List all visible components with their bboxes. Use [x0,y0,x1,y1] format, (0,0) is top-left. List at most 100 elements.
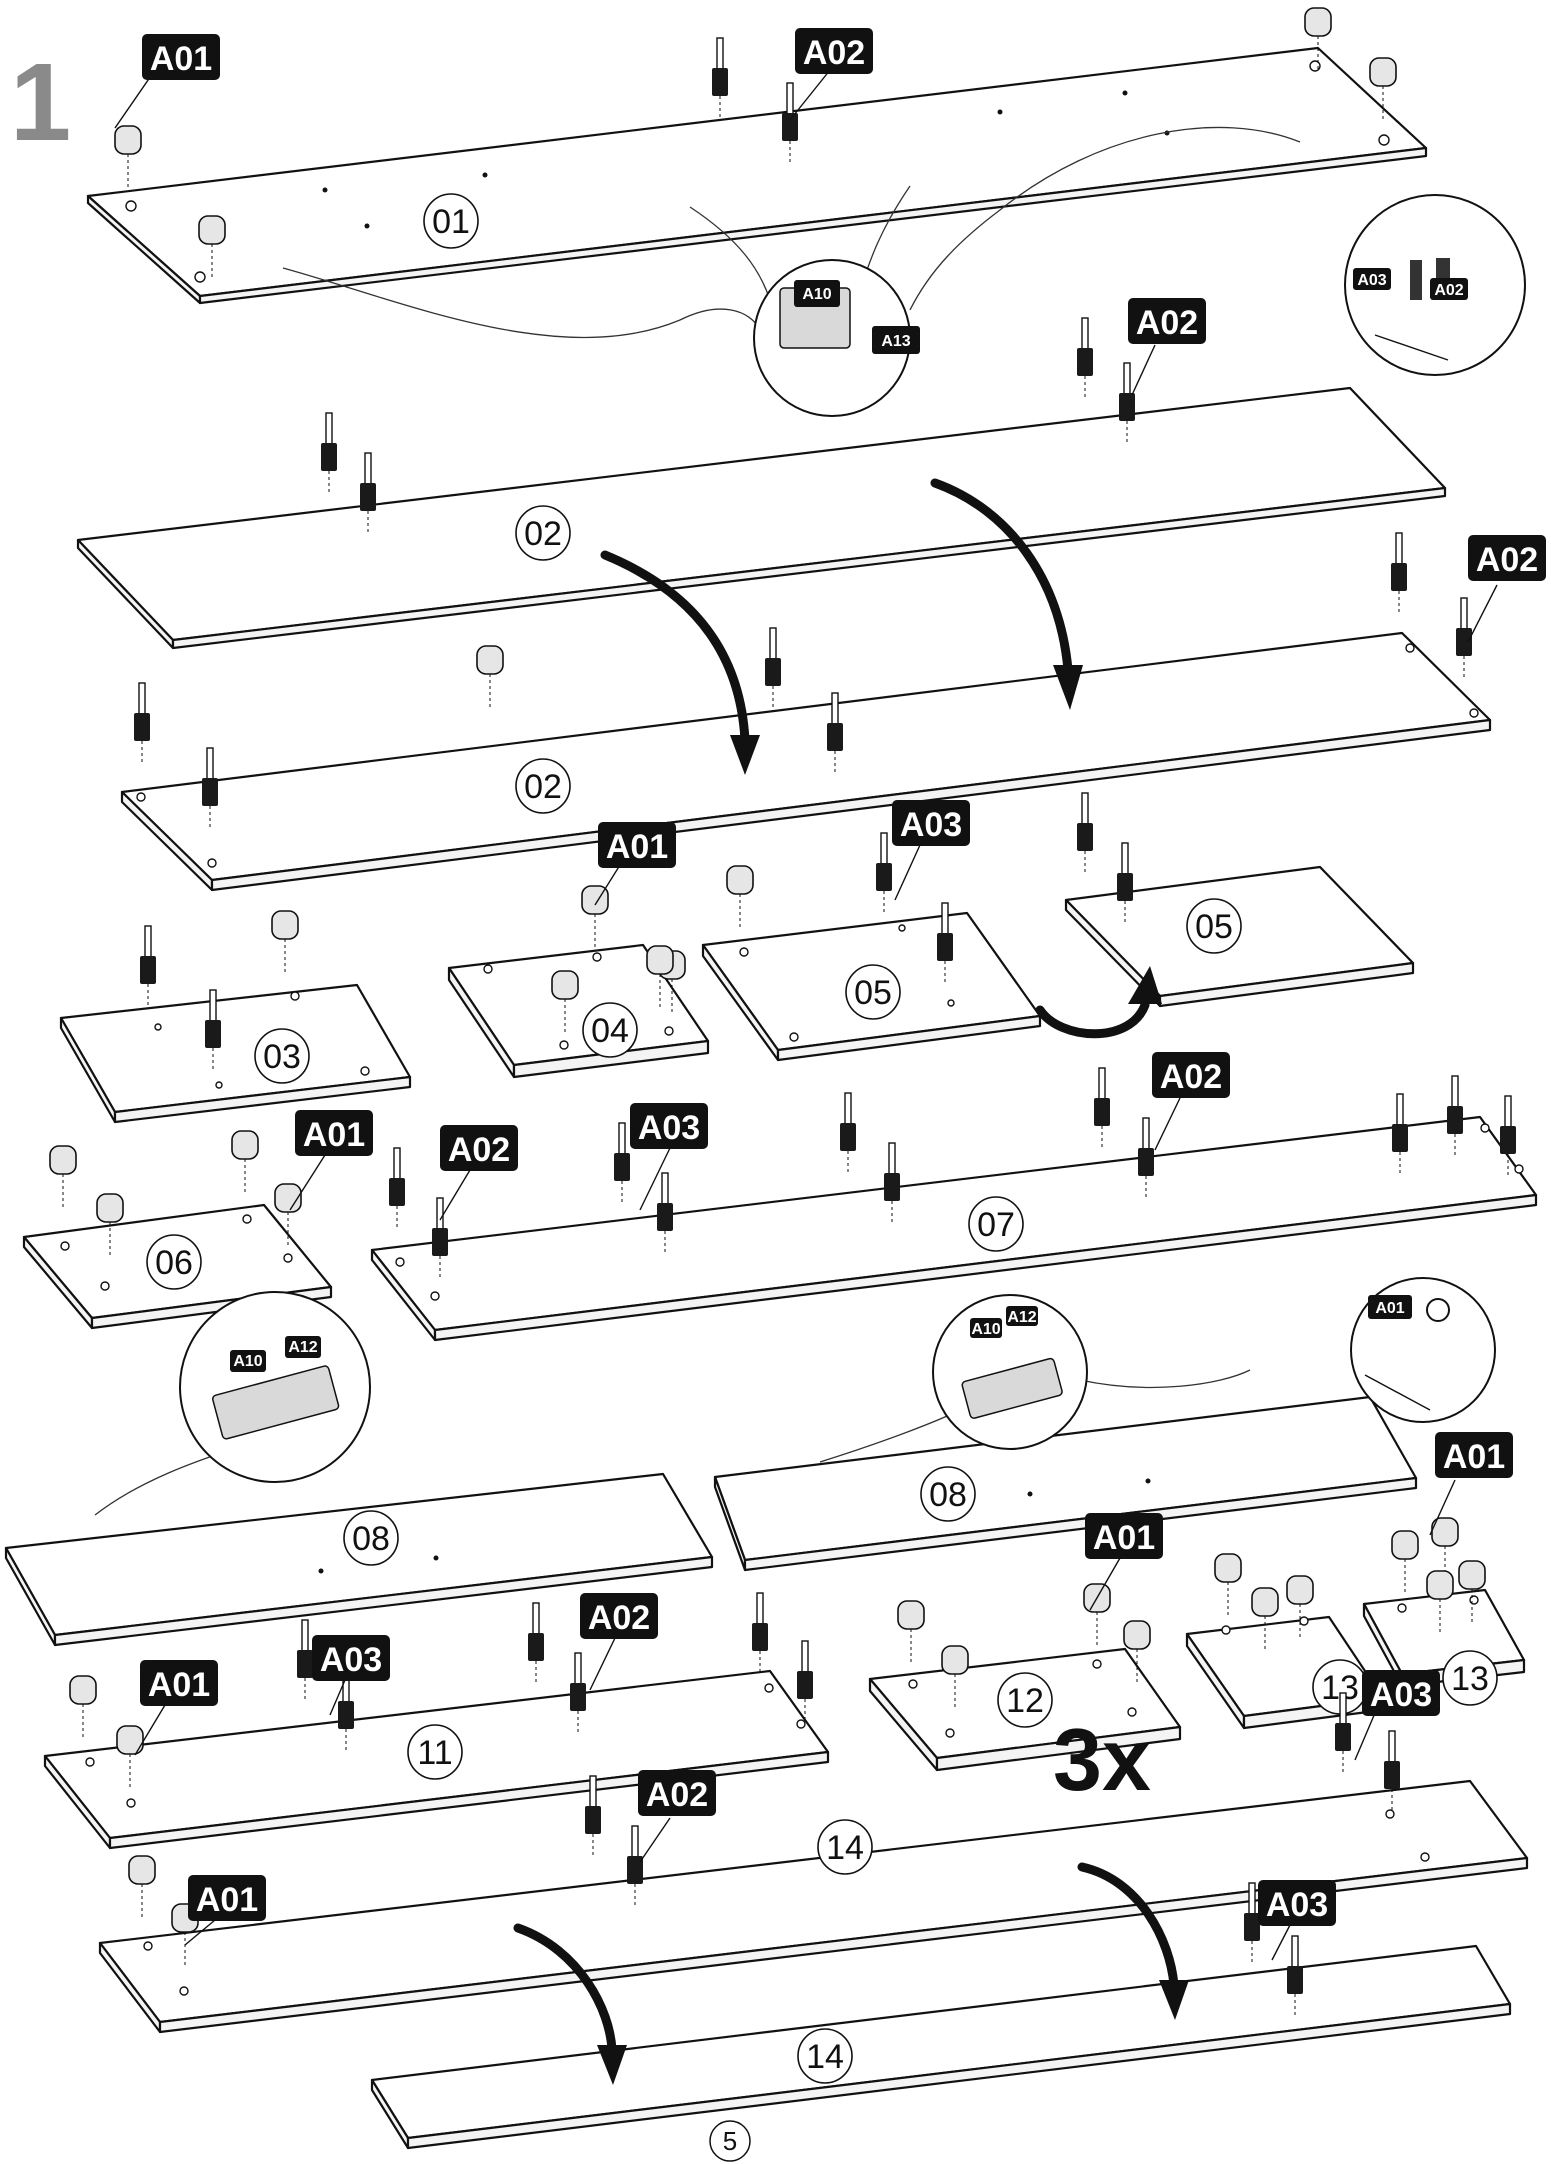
cam-lock-icon [646,945,674,1008]
callout-19: A03 [1258,1880,1336,1961]
detail-dowel-left: A03 [1357,272,1386,289]
dowel-pin-icon [1456,597,1472,680]
callout-layer: A01 A02 A02 A02 A01 A03 A01 A02 A03 A02 … [114,28,1546,1961]
detail-hinge-top-a13: A13 [881,333,910,350]
callout-2: A02 [789,28,873,121]
svg-text:A02: A02 [448,1131,510,1169]
part-label-02b: 02 [524,768,562,806]
panel-14-bottom [370,1944,1512,2150]
dowel-pin-icon [1392,1093,1408,1176]
part-circle-12 [997,1672,1053,1728]
part-label-04: 04 [591,1012,629,1050]
part-label-13b: 13 [1451,1660,1489,1698]
arrow-c [513,1923,627,2085]
cam-lock-icon [231,1130,259,1193]
dowel-pin-icon [205,989,221,1072]
part-label-05b: 05 [1195,908,1233,946]
callout-6: A03 [892,800,970,901]
part-label-06: 06 [155,1244,193,1282]
dowel-pin-icon [528,1602,544,1685]
part-circle-01 [423,193,479,249]
panel-04 [447,943,710,1079]
panel-07 [370,1115,1538,1342]
multiplier: 3x [1053,1710,1151,1809]
cam-lock-icon [1083,1583,1111,1646]
svg-text:A03: A03 [1370,1676,1432,1714]
detail-dowel-right: A02 [1434,282,1463,299]
svg-text:A01: A01 [303,1116,365,1154]
flip-arrow [1035,966,1162,1039]
callout-9: A03 [630,1103,708,1211]
cam-lock-icon [128,1855,156,1918]
callout-13: A01 [134,1660,218,1756]
part-circle-11 [407,1724,463,1780]
cam-lock-icon [274,1183,302,1246]
dowel-pin-icon [134,682,150,765]
dowel-pin-icon [1077,792,1093,875]
dowel-pin-icon [360,452,376,535]
svg-text:A03: A03 [1266,1886,1328,1924]
panel-14-top [98,1779,1529,2034]
cam-lock-icon [1251,1587,1279,1650]
svg-text:A01: A01 [1443,1438,1505,1476]
detail-cam: A01 [1350,1277,1496,1423]
dowel-pin-icon [1335,1692,1351,1775]
dowel-pin-icon [1244,1882,1260,1965]
cam-lock-icon [551,970,579,1033]
svg-text:A02: A02 [803,34,865,72]
callout-3: A02 [1128,298,1206,396]
dowel-pin-icon [797,1640,813,1723]
part-circle-14b [797,2028,853,2084]
callout-18: A03 [1354,1670,1440,1761]
dowel-pin-icon [202,747,218,830]
detail-cam-tag: A01 [1375,1300,1404,1317]
part-label-01: 01 [432,203,470,241]
panel-03 [59,983,412,1124]
part-circle-05b [1186,898,1242,954]
callout-15: A02 [580,1593,658,1691]
cam-lock-icon [1426,1570,1454,1633]
part-label-07: 07 [977,1206,1015,1244]
dowel-pin-icon [140,925,156,1008]
part-circle-03 [254,1028,310,1084]
cam-lock-icon [941,1645,969,1708]
dowel-pin-icon [937,902,953,985]
panel-02-top [76,386,1447,650]
detail-dowel: A03 A02 [1344,194,1526,376]
part-label-08b: 08 [929,1476,967,1514]
cam-lock-icon [1304,7,1332,70]
part-circle-02a [515,505,571,561]
part-label-03: 03 [263,1038,301,1076]
dowel-pin-icon [297,1619,313,1702]
part-label-05a: 05 [854,974,892,1012]
part-label-14a: 14 [826,1829,864,1867]
dowel-pin-icon [1391,532,1407,615]
dowel-pin-icon [752,1592,768,1675]
dowel-pin-icon [1094,1067,1110,1150]
part-circle-02b [515,758,571,814]
detail-hinge-top-a10: A10 [802,286,831,303]
detail-hinge-right-a10: A10 [971,1321,1000,1338]
callout-5: A01 [594,822,676,906]
cam-lock-icon [476,645,504,708]
cam-lock-icon [1286,1575,1314,1638]
callout-17: A01 [184,1875,266,1946]
cam-lock-icon [897,1600,925,1663]
svg-text:A02: A02 [646,1776,708,1814]
part-circle-08b [920,1466,976,1522]
svg-text:A03: A03 [638,1109,700,1147]
dowel-pin-icon [657,1172,673,1255]
detail-hinge-top: A10 A13 [282,126,1301,417]
panel-01 [86,46,1428,305]
part-label-02a: 02 [524,515,562,553]
part-circle-08a [343,1510,399,1566]
cam-lock-icon [1214,1553,1242,1616]
cam-lock-icon [49,1145,77,1208]
dowel-pin-icon [765,627,781,710]
part-label-08a: 08 [352,1520,390,1558]
part-label-11: 11 [417,1734,452,1772]
dowel-pin-icon [389,1147,405,1230]
part-circle-07 [968,1196,1024,1252]
dowel-pin-icon [1384,1730,1400,1813]
